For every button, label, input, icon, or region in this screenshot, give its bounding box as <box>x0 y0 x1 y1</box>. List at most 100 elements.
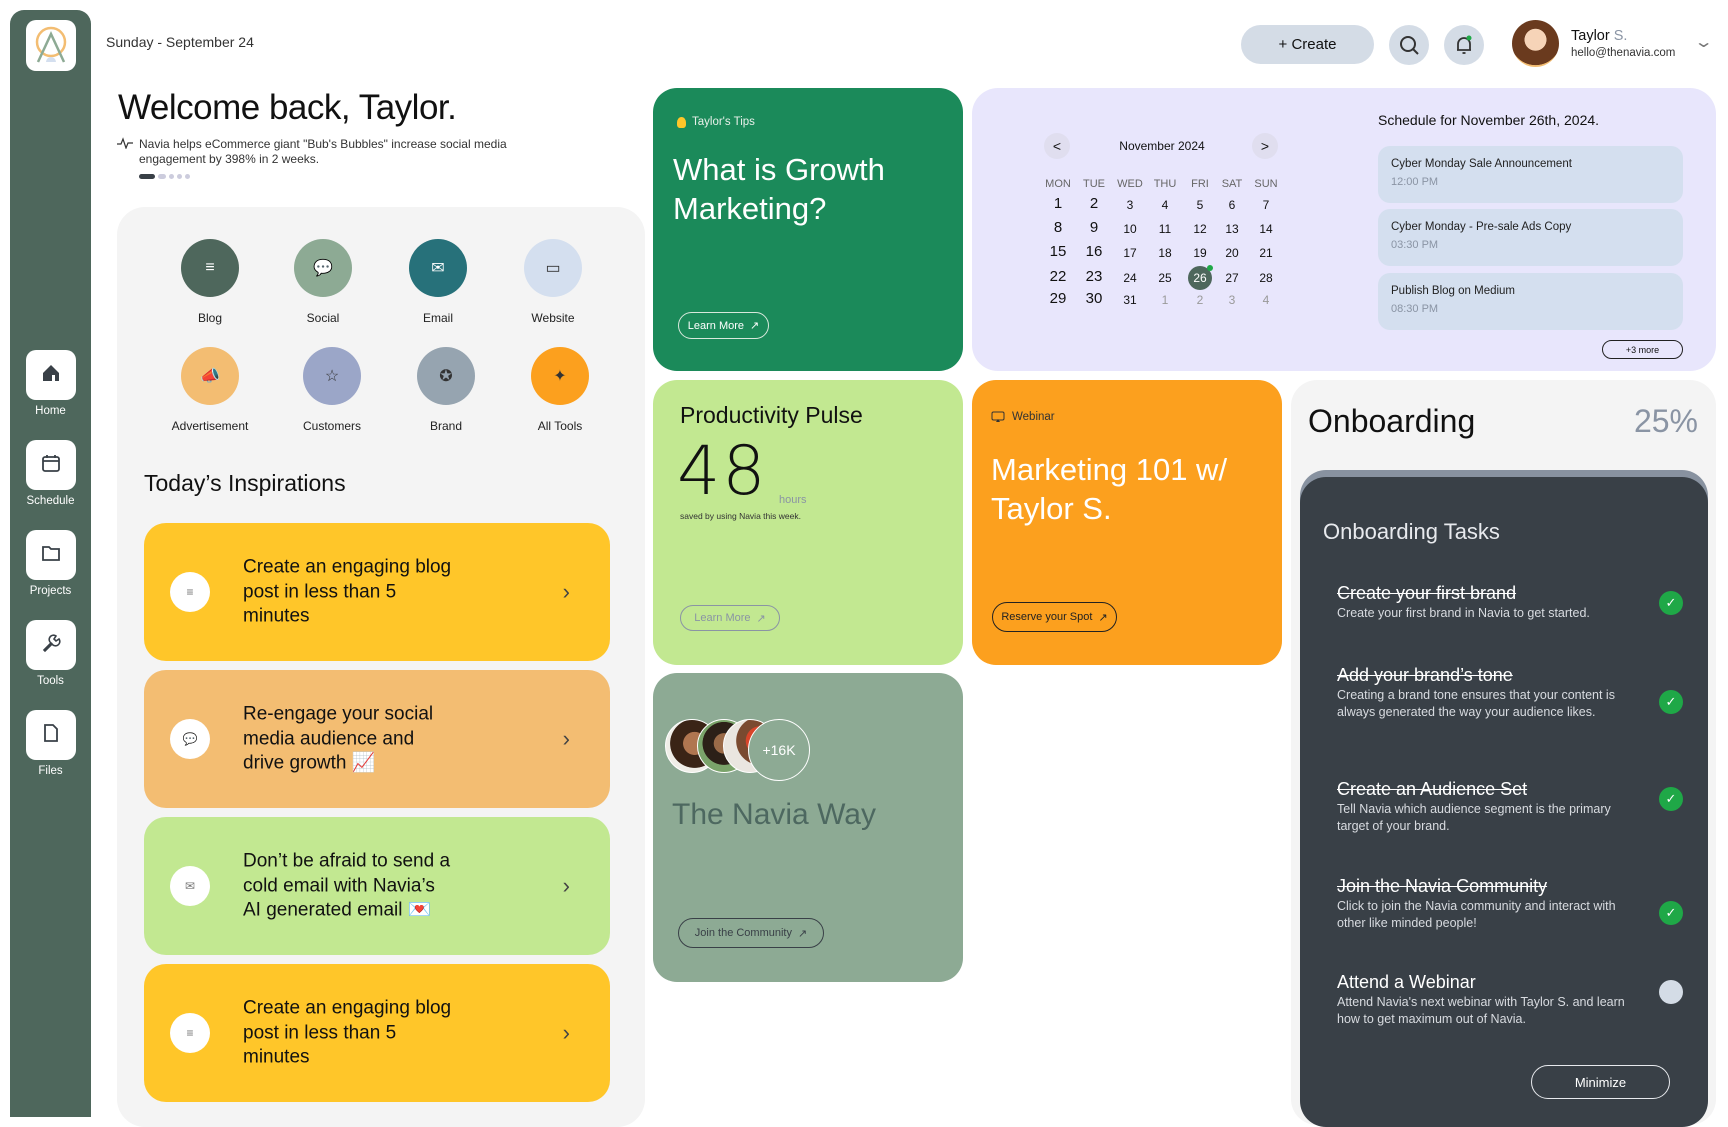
tool-all-tools[interactable]: ✦ All Tools <box>500 347 620 433</box>
calendar-day[interactable]: 3 <box>1228 293 1236 307</box>
calendar-day[interactable]: 2 <box>1196 293 1204 307</box>
tips-learn-more-label: Learn More <box>687 319 745 332</box>
sidebar-item-projects[interactable] <box>26 530 76 580</box>
calendar-day[interactable]: 21 <box>1259 246 1273 260</box>
calendar-day[interactable]: 30 <box>1085 290 1103 307</box>
tool-label: All Tools <box>537 419 583 433</box>
event-title: Cyber Monday - Pre-sale Ads Copy <box>1391 221 1572 233</box>
next-month-button[interactable]: > <box>1252 133 1278 159</box>
tool-website[interactable]: ▭ Website <box>493 239 613 325</box>
sidebar-item-schedule[interactable] <box>26 440 76 490</box>
arrow-up-right-icon: ↗ <box>1098 611 1108 624</box>
calendar-day[interactable]: 4 <box>1161 198 1169 212</box>
check-circle-icon[interactable]: ✓ <box>1659 901 1683 925</box>
calendar-day[interactable]: 16 <box>1085 243 1103 260</box>
join-community-button[interactable]: Join the Community↗ <box>678 918 824 948</box>
calendar-day[interactable]: 28 <box>1259 271 1273 285</box>
calendar-day[interactable]: 24 <box>1123 271 1137 285</box>
calendar-day[interactable]: 2 <box>1089 195 1099 212</box>
schedule-event[interactable]: Cyber Monday - Pre-sale Ads Copy 03:30 P… <box>1378 209 1683 266</box>
calendar-day[interactable]: 10 <box>1123 222 1137 236</box>
calendar-day[interactable]: 8 <box>1053 219 1063 236</box>
calendar-day[interactable]: 17 <box>1123 246 1137 260</box>
sidebar-item-home[interactable] <box>26 350 76 400</box>
create-button[interactable]: + Create <box>1241 25 1374 64</box>
search-button[interactable] <box>1389 25 1429 65</box>
chevron-right-icon[interactable]: › <box>562 579 570 604</box>
chevron-right-icon[interactable]: › <box>562 873 570 898</box>
calendar-day[interactable]: 18 <box>1158 246 1172 260</box>
inspiration-card[interactable]: ✉ Don’t be afraid to send a cold email w… <box>144 817 610 955</box>
calendar-day[interactable]: 13 <box>1225 222 1239 236</box>
onboarding-task[interactable]: Attend a Webinar Attend Navia's next web… <box>1337 972 1627 1028</box>
advertisement-icon: 📣 <box>181 347 239 405</box>
navia-logo[interactable] <box>26 20 76 71</box>
incomplete-circle-icon[interactable] <box>1659 980 1683 1004</box>
calendar-day[interactable]: 11 <box>1158 222 1172 236</box>
chevron-down-icon[interactable]: ⌄ <box>1693 34 1714 51</box>
calendar-day[interactable]: 25 <box>1158 271 1172 285</box>
sidebar-item-tools[interactable] <box>26 620 76 670</box>
inspiration-card[interactable]: ≡ Create an engaging blog post in less t… <box>144 964 610 1102</box>
schedule-event[interactable]: Publish Blog on Medium 08:30 PM <box>1378 273 1683 330</box>
bell-icon <box>1457 35 1472 54</box>
calendar-day[interactable]: 7 <box>1262 198 1270 212</box>
calendar-day[interactable]: 15 <box>1049 243 1067 260</box>
productivity-learn-more-button[interactable]: Learn More↗ <box>680 605 780 631</box>
calendar-day[interactable]: 27 <box>1225 271 1239 285</box>
notifications-button[interactable] <box>1444 25 1484 65</box>
tool-label: Advertisement <box>171 419 249 433</box>
calendar-day[interactable]: 9 <box>1089 219 1099 236</box>
user-avatar[interactable] <box>1512 20 1559 67</box>
onboarding-task[interactable]: Create your first brand Create your firs… <box>1337 583 1627 622</box>
tool-brand[interactable]: ✪ Brand <box>386 347 506 433</box>
inspirations-title: Today’s Inspirations <box>144 470 346 496</box>
tool-social[interactable]: 💬 Social <box>263 239 383 325</box>
check-circle-icon[interactable]: ✓ <box>1659 787 1683 811</box>
tool-blog[interactable]: ≡ Blog <box>150 239 270 325</box>
calendar-day[interactable]: 22 <box>1049 268 1067 285</box>
calendar-day[interactable]: 6 <box>1228 198 1236 212</box>
inspiration-card[interactable]: 💬 Re-engage your social media audience a… <box>144 670 610 808</box>
chevron-right-icon[interactable]: › <box>562 726 570 751</box>
calendar-day[interactable]: 3 <box>1126 198 1134 212</box>
onboarding-task[interactable]: Add your brand’s tone Creating a brand t… <box>1337 665 1627 721</box>
social-icon: 💬 <box>170 719 210 759</box>
onboarding-task[interactable]: Join the Navia Community Click to join t… <box>1337 876 1627 932</box>
sidebar-item-label: Schedule <box>26 495 75 507</box>
calendar-day[interactable]: 12 <box>1193 222 1207 236</box>
webinar-card[interactable]: Webinar Marketing 101 w/ Taylor S. Reser… <box>972 380 1282 665</box>
calendar-day[interactable]: 5 <box>1196 198 1204 212</box>
schedule-event[interactable]: Cyber Monday Sale Announcement 12:00 PM <box>1378 146 1683 203</box>
tool-advertisement[interactable]: 📣 Advertisement <box>150 347 270 433</box>
sidebar-item-files[interactable] <box>26 710 76 760</box>
hours-unit: hours <box>779 494 807 506</box>
news-carousel-dots[interactable] <box>139 174 190 179</box>
calendar-day[interactable]: 29 <box>1049 290 1067 307</box>
tool-customers[interactable]: ☆ Customers <box>272 347 392 433</box>
calendar-day[interactable]: 23 <box>1085 268 1103 285</box>
more-events-button[interactable]: +3 more <box>1602 340 1683 359</box>
onboarding-task[interactable]: Create an Audience Set Tell Navia which … <box>1337 779 1627 835</box>
social-icon: 💬 <box>294 239 352 297</box>
inspiration-card[interactable]: ≡ Create an engaging blog post in less t… <box>144 523 610 661</box>
minimize-button[interactable]: Minimize <box>1531 1065 1670 1099</box>
calendar-day[interactable]: 1 <box>1161 293 1169 307</box>
calendar-day[interactable]: 19 <box>1193 246 1207 260</box>
calendar-day[interactable]: 20 <box>1225 246 1239 260</box>
tips-learn-more-button[interactable]: Learn More ↗ <box>678 312 769 339</box>
chevron-right-icon[interactable]: › <box>562 1020 570 1045</box>
tool-label: Email <box>422 311 453 325</box>
calendar-day[interactable]: 14 <box>1259 222 1273 236</box>
tips-card[interactable]: Taylor's Tips What is Growth Marketing? … <box>653 88 963 371</box>
calendar-day[interactable]: 1 <box>1053 195 1063 212</box>
calendar-day[interactable]: 4 <box>1262 293 1270 307</box>
check-circle-icon[interactable]: ✓ <box>1659 591 1683 615</box>
event-title: Cyber Monday Sale Announcement <box>1391 158 1572 170</box>
reserve-spot-button[interactable]: Reserve your Spot↗ <box>992 602 1117 632</box>
calendar-day[interactable]: 31 <box>1123 293 1137 307</box>
tool-email[interactable]: ✉ Email <box>378 239 498 325</box>
arrow-up-right-icon: ↗ <box>750 320 760 332</box>
check-circle-icon[interactable]: ✓ <box>1659 690 1683 714</box>
prev-month-button[interactable]: < <box>1044 133 1070 159</box>
